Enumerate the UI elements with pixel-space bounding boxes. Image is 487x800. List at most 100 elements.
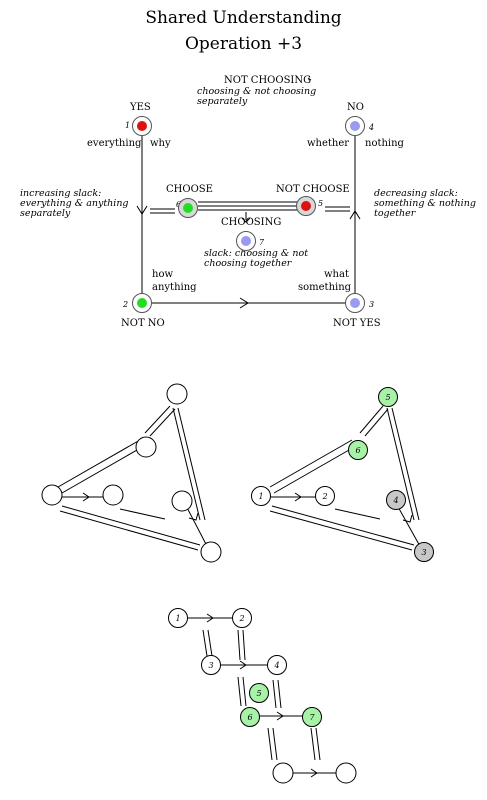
top-node-6 xyxy=(178,198,198,218)
left-line-k xyxy=(119,508,166,520)
node-2-label: NOT NO xyxy=(121,318,165,329)
chain-node-3: 3 xyxy=(201,655,221,675)
right-triangle xyxy=(268,405,422,551)
top-diagram-nodes xyxy=(132,116,365,313)
chain-node-2: 2 xyxy=(232,608,252,628)
left-node-left xyxy=(41,484,63,506)
left-node-top xyxy=(166,383,188,405)
word-nothing: nothing xyxy=(365,138,404,149)
word-anything: anything xyxy=(152,282,197,293)
right-node-2: 2 xyxy=(315,486,335,506)
right-node-circle xyxy=(414,542,434,562)
top-node-3 xyxy=(345,293,365,313)
link-not-choosing xyxy=(307,77,312,81)
chain-link-6-ba xyxy=(267,727,273,761)
node-7-number: 7 xyxy=(259,238,265,247)
left-line-j xyxy=(181,497,209,549)
right-node-number: 3 xyxy=(421,548,426,557)
chain-arrow-3-4 xyxy=(239,660,247,670)
right-line-h xyxy=(386,407,415,521)
right-line-k xyxy=(334,508,381,520)
chain-link-1-3a xyxy=(202,629,208,657)
chain-link-4-7b xyxy=(277,679,282,709)
right-node-circle xyxy=(386,490,406,510)
right-node-circle xyxy=(378,387,398,407)
word-everything: everything xyxy=(87,138,142,149)
left-node-mid xyxy=(102,484,124,506)
chain-node-number: 6 xyxy=(247,713,252,722)
right-line-i xyxy=(391,407,420,521)
link-choosing-tip xyxy=(241,217,251,223)
top-node-dot xyxy=(137,298,147,308)
node-6-number: 6 xyxy=(176,200,182,209)
chain-node-circle xyxy=(240,707,260,727)
right-node-number: 1 xyxy=(258,492,263,501)
node-5-number: 5 xyxy=(318,199,324,208)
left-node-bottom xyxy=(200,541,222,563)
right-node-5: 5 xyxy=(378,387,398,407)
word-whether: whether xyxy=(307,138,350,149)
left-triangle xyxy=(56,405,209,551)
right-node-number: 6 xyxy=(355,446,360,455)
page-title: Shared Understanding xyxy=(145,8,342,28)
chain-node-circle xyxy=(249,683,269,703)
node-3-label: NOT YES xyxy=(333,318,381,329)
arrow-down-left xyxy=(136,205,148,215)
left-line-i xyxy=(177,407,206,521)
chain-node-4: 4 xyxy=(267,655,287,675)
right-arrow-j xyxy=(402,514,413,523)
right-line-j xyxy=(396,504,422,549)
word-something: something xyxy=(298,282,352,293)
chain-arrow-6-7 xyxy=(276,711,284,721)
top-node-dot xyxy=(350,298,360,308)
chain-node-circle xyxy=(267,655,287,675)
chain-node-bottom-right xyxy=(335,762,357,784)
node-6-label: CHOOSE xyxy=(166,184,213,195)
left-nodes xyxy=(41,383,222,563)
left-line-g xyxy=(59,510,199,551)
chain-node-6: 6 xyxy=(240,707,260,727)
chain-node-circle xyxy=(302,707,322,727)
chain-arrow-bottom xyxy=(310,768,318,778)
node-7-label: CHOOSING xyxy=(221,217,282,228)
top-node-1 xyxy=(132,116,152,136)
chain-node-number: 7 xyxy=(309,713,315,722)
right-line-d xyxy=(364,408,389,437)
chain-node-circle xyxy=(168,608,188,628)
left-line-c xyxy=(144,405,171,434)
not-choosing-note: choosing & not choosing separately xyxy=(197,86,317,107)
page-subtitle: Operation +3 xyxy=(184,34,303,54)
chain-arrow-1-2 xyxy=(206,613,214,623)
right-line-f xyxy=(271,505,415,546)
left-line-b xyxy=(61,445,145,494)
top-node-dot xyxy=(183,203,193,213)
node-1-number: 1 xyxy=(125,121,131,130)
right-node-circle xyxy=(251,486,271,506)
chain-node-number: 1 xyxy=(175,614,180,623)
right-node-1: 1 xyxy=(251,486,271,506)
chain-link-2-4a xyxy=(237,629,241,661)
chain-link-7-bb xyxy=(315,727,321,761)
chain-node-7: 7 xyxy=(302,707,322,727)
word-why: why xyxy=(150,138,171,149)
node-1-label: YES xyxy=(130,102,151,113)
node-4-number: 4 xyxy=(369,123,375,132)
right-node-number: 2 xyxy=(321,492,327,501)
left-line-f xyxy=(61,505,201,546)
right-line-b xyxy=(273,445,357,494)
left-node-upper xyxy=(135,436,157,458)
chain-node-circle xyxy=(201,655,221,675)
chain-node-number: 4 xyxy=(273,661,279,670)
right-line-c xyxy=(359,405,384,434)
right-node-6: 6 xyxy=(348,440,368,460)
chain-node-number: 2 xyxy=(238,614,244,623)
not-choosing-label: NOT CHOOSING xyxy=(224,75,312,86)
left-arrow-e xyxy=(82,492,90,502)
right-line-a xyxy=(269,439,353,488)
node-3-number: 3 xyxy=(369,300,375,309)
chain-link-7-ba xyxy=(310,727,316,761)
top-node-2 xyxy=(132,293,152,313)
chain-node-bottom-left xyxy=(272,762,294,784)
